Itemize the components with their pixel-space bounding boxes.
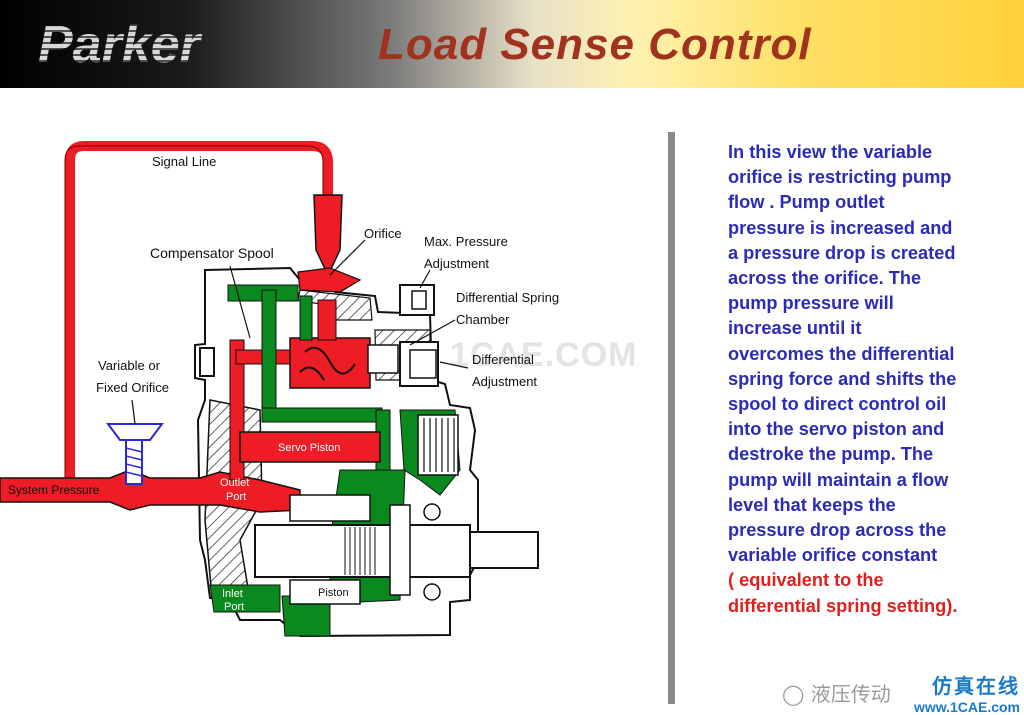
servo-piston [239, 414, 459, 476]
label-inlet-port-2: Port [224, 601, 244, 613]
description-line: destroke the pump. The [728, 444, 934, 465]
description-text: In this view the variable orifice is res… [728, 140, 998, 619]
label-variable-orifice-2: Fixed Orifice [96, 380, 169, 395]
description-line: flow . Pump outlet [728, 192, 885, 213]
watermark-site-cn: 仿真在线 [932, 674, 1020, 698]
signal-line [64, 141, 362, 478]
label-outlet-port-1: Outlet [220, 477, 249, 489]
label-system-pressure: System Pressure [8, 483, 100, 497]
rotating-group [254, 494, 539, 605]
parker-logo: Parker [38, 16, 203, 74]
description-line: In this view the variable [728, 142, 933, 162]
description-line: a pressure drop is created [728, 242, 956, 263]
load-sense-diagram: Signal Line Orifice Max. Pressure Adjust… [0, 141, 559, 638]
description-line: into the servo piston and [728, 419, 945, 440]
label-diff-adj-2: Adjustment [472, 374, 537, 389]
compensator-spool [289, 299, 399, 389]
label-variable-orifice-1: Variable or [98, 358, 161, 373]
label-max-pressure-2: Adjustment [424, 256, 489, 271]
label-servo-piston: Servo Piston [278, 442, 340, 454]
description-line: pressure is increased and [728, 217, 953, 238]
label-diff-spring-2: Chamber [456, 312, 510, 327]
description-line: orifice is restricting pump [728, 167, 952, 188]
label-piston: Piston [318, 587, 349, 599]
watermark-wechat: ◯ 液压传动 [782, 678, 891, 707]
description-line: across the orifice. The [728, 268, 922, 289]
wechat-icon: ◯ [782, 682, 805, 706]
adjustment-fittings [199, 284, 439, 387]
description-line: overcomes the differential [728, 343, 955, 364]
label-diff-spring-1: Differential Spring [456, 290, 559, 305]
description-line: spool to direct control oil [728, 394, 947, 415]
wechat-text: 液压传动 [810, 682, 891, 706]
leader-lines [131, 239, 469, 425]
label-outlet-port-2: Port [226, 491, 246, 503]
logo-text: Parker [38, 16, 203, 74]
label-diff-adj-1: Differential [472, 352, 534, 367]
variable-orifice [106, 423, 164, 485]
description-line: level that keeps the [728, 494, 896, 515]
label-inlet-port-1: Inlet [222, 588, 243, 600]
label-signal-line: Signal Line [152, 154, 216, 169]
label-compensator-spool: Compensator Spool [150, 245, 274, 261]
description-line: pump pressure will [728, 293, 894, 314]
description-line: pressure drop across the [728, 520, 947, 541]
description-line: variable orifice constant [728, 545, 938, 566]
description-line: increase until it [728, 318, 862, 339]
watermark-site-en: www.1CAE.com [913, 699, 1020, 715]
description-red-line: ( equivalent to the [728, 570, 884, 591]
divider [668, 132, 675, 704]
description-red-line: differential spring setting). [728, 595, 958, 616]
watermark-site: 仿真在线 www.1CAE.com [908, 670, 1020, 715]
watermark-center: 1CAE.COM [450, 336, 638, 374]
description-line: spring force and shifts the [728, 368, 957, 389]
label-orifice: Orifice [364, 226, 402, 241]
header-bar: Parker Load Sense Control [0, 0, 1024, 88]
description-line: pump will maintain a flow [728, 469, 949, 490]
page-title: Load Sense Control [378, 20, 812, 69]
label-max-pressure-1: Max. Pressure [424, 234, 508, 249]
diagram-labels: Signal Line Orifice Max. Pressure Adjust… [8, 154, 559, 613]
